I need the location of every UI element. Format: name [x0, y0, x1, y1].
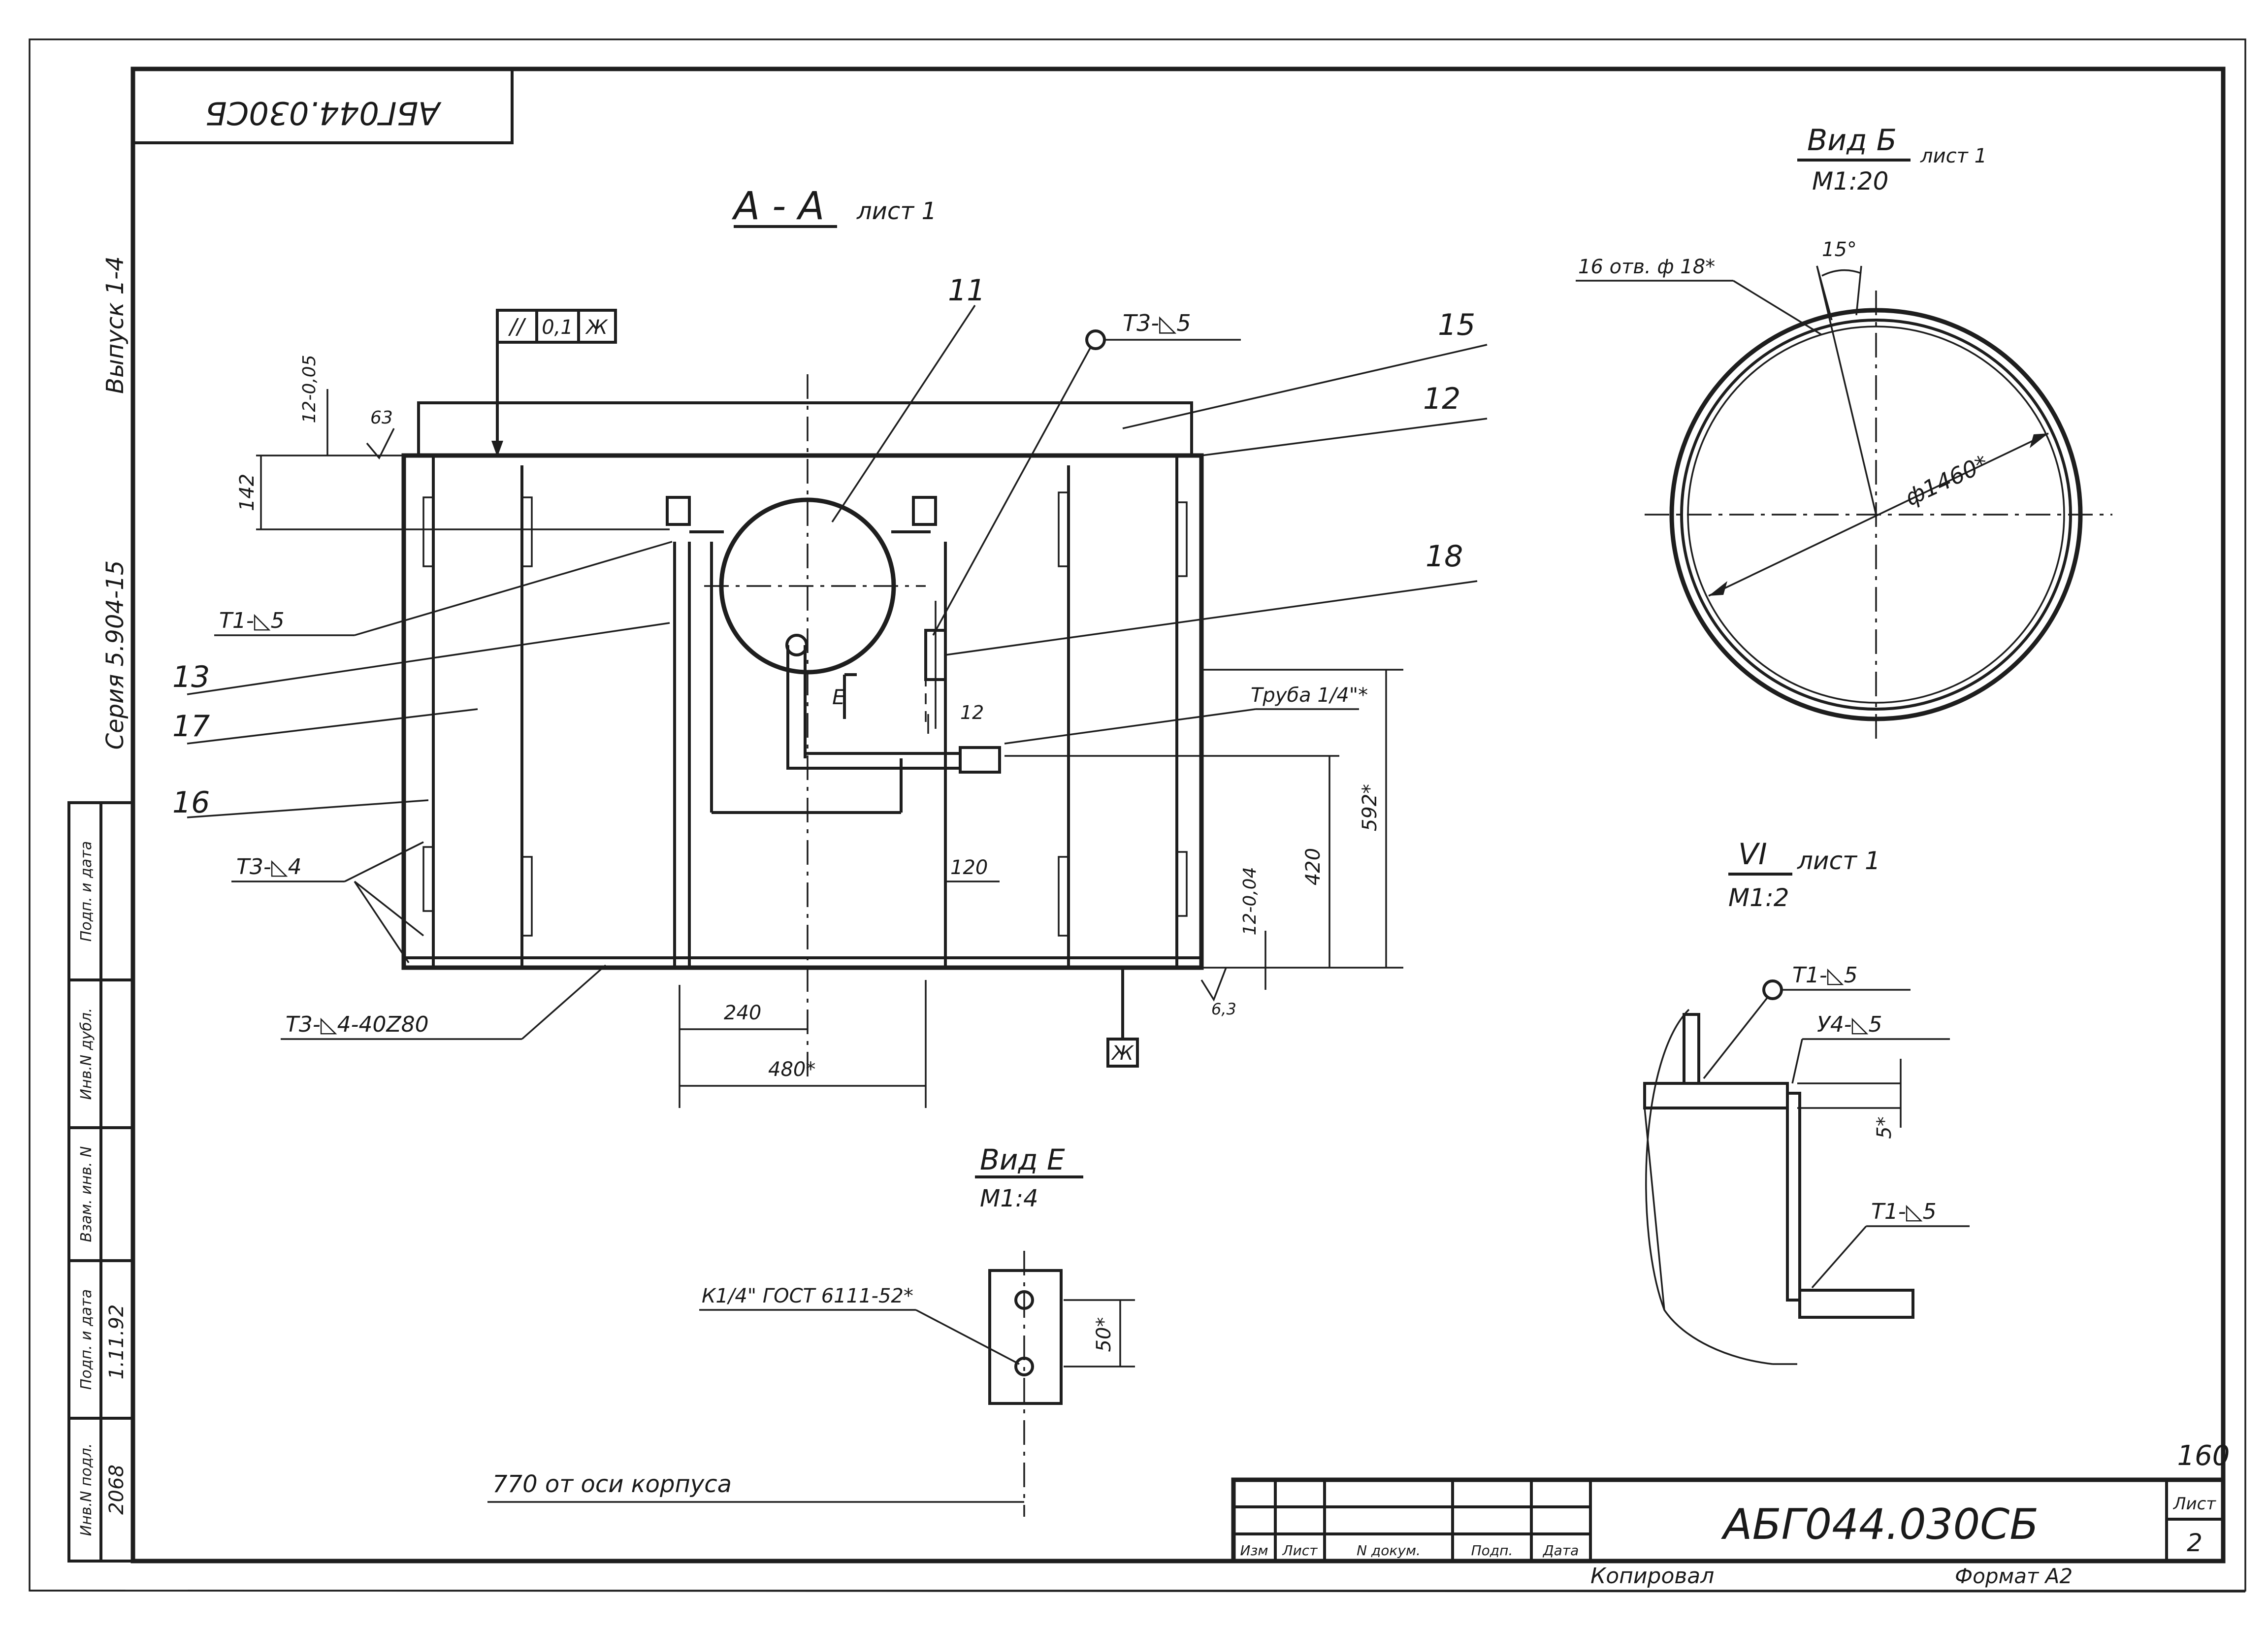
- dim-420: 420: [1302, 848, 1325, 885]
- weld-t3-4-40z80: Т3-◺4-40Z80: [286, 1012, 429, 1037]
- pipe-label: Труба 1/4"*: [1251, 684, 1368, 707]
- title-col-doc: N докум.: [1357, 1542, 1421, 1559]
- view-b: Вид Б М1:20 лист 1 ф1460* 15° 16 отв. ф …: [1576, 123, 2112, 744]
- sheet-number: 2: [2187, 1529, 2203, 1557]
- datum-label: Ж: [1110, 1042, 1134, 1065]
- dim-12-005: 12-0,05: [299, 355, 320, 424]
- section-aa-sheet-ref: лист 1: [856, 197, 937, 225]
- view-e-marker: Е: [832, 685, 845, 709]
- rotated-code-box: АБГ044.030СБ: [131, 67, 514, 144]
- series-label: Серия 5.904-15: [101, 560, 129, 750]
- title-col-list: Лист: [1282, 1542, 1318, 1559]
- dim-142: 142: [236, 474, 259, 511]
- callout-17: 17: [172, 709, 210, 744]
- roughness-63-top: 63: [370, 408, 393, 428]
- dim-120: 120: [950, 856, 988, 879]
- issue-label: Выпуск 1-4: [101, 256, 129, 394]
- view-e-scale: М1:4: [980, 1185, 1038, 1212]
- callout-18: 18: [1426, 539, 1463, 574]
- detail-vi: VI М1:2 лист 1 5* Т1-◺5 У4-◺5 Т1-◺5: [1643, 837, 1970, 1365]
- drawing-code: АБГ044.030СБ: [1721, 1500, 2039, 1549]
- detail-vi-weld-2: У4-◺5: [1817, 1012, 1882, 1037]
- side-stamp: Инв.N подл. Подп. и дата Взам. инв. N Ин…: [67, 801, 134, 1563]
- weld-t1-5: Т1-◺5: [219, 608, 285, 633]
- sheet-total-mark: 160: [2177, 1440, 2230, 1472]
- callout-11: 11: [948, 273, 985, 308]
- callout-12: 12: [1423, 382, 1460, 416]
- dim-592: 592*: [1359, 784, 1381, 831]
- callout-15: 15: [1438, 308, 1475, 342]
- tolerance-symbol: //: [508, 314, 526, 339]
- title-col-date: Дата: [1542, 1542, 1579, 1559]
- view-b-holes: 16 отв. ф 18*: [1578, 256, 1715, 278]
- sheet-frame: [29, 38, 2246, 1593]
- view-b-angle: 15°: [1822, 238, 1857, 261]
- stamp-sign-date: 1.11.92: [105, 1304, 128, 1380]
- dim-480: 480*: [768, 1058, 815, 1081]
- callout-13: 13: [172, 660, 210, 694]
- tolerance-value: 0,1: [542, 316, 573, 339]
- view-e-note: 770 от оси корпуса: [492, 1470, 732, 1498]
- dim-12-004: 12-0,04: [1240, 867, 1260, 936]
- section-aa: А - А лист 1 // 0,1 Ж: [172, 184, 1488, 1108]
- tolerance-frame: // 0,1 Ж: [491, 309, 617, 457]
- dim-240: 240: [724, 1002, 761, 1024]
- callout-16: 16: [172, 785, 210, 820]
- roughness-63-bottom: 6,3: [1211, 1000, 1236, 1018]
- stamp-label-sign-date-1: Подп. и дата: [78, 1289, 95, 1390]
- title-col-izm: Изм: [1240, 1542, 1268, 1559]
- detail-vi-weld-3: Т1-◺5: [1871, 1199, 1937, 1224]
- dim-12: 12: [960, 702, 984, 723]
- stamp-inv-number: 2068: [105, 1465, 128, 1515]
- view-b-title: Вид Б: [1807, 123, 1897, 158]
- copied-label: Копировал: [1590, 1564, 1714, 1589]
- weld-t3-4: Т3-◺4: [236, 854, 302, 880]
- sheet-label: Лист: [2172, 1494, 2216, 1514]
- stamp-label-replace-inv: Взам. инв. N: [78, 1146, 95, 1242]
- view-e-dim: 50*: [1093, 1317, 1115, 1352]
- view-e: Вид Е М1:4 50* К1/4" ГОСТ 6111-52* 770 о…: [487, 1143, 1135, 1517]
- view-b-diameter: ф1460*: [1901, 450, 1992, 511]
- view-b-sheet-ref: лист 1: [1920, 145, 1987, 167]
- detail-vi-title: VI: [1738, 837, 1767, 872]
- detail-vi-sheet-ref: лист 1: [1797, 847, 1880, 875]
- weld-t3-5: Т3-◺5: [1123, 310, 1191, 336]
- view-e-thread: К1/4" ГОСТ 6111-52*: [702, 1285, 913, 1307]
- tolerance-datum: Ж: [584, 316, 608, 339]
- stamp-label-sign-date-2: Подп. и дата: [78, 841, 95, 942]
- view-b-scale: М1:20: [1812, 167, 1888, 195]
- detail-vi-weld-1: Т1-◺5: [1792, 963, 1858, 988]
- detail-vi-dim: 5*: [1873, 1116, 1896, 1139]
- rotated-drawing-code: АБГ044.030СБ: [205, 94, 442, 130]
- detail-vi-scale: М1:2: [1728, 883, 1789, 912]
- title-col-sign: Подп.: [1471, 1542, 1513, 1559]
- view-e-title: Вид Е: [980, 1143, 1065, 1176]
- format-label: Формат А2: [1955, 1564, 2073, 1588]
- section-aa-title: А - А: [731, 184, 824, 228]
- stamp-label-inv-dup: Инв.N дубл.: [78, 1008, 95, 1100]
- title-block: Изм Лист N докум. Подп. Дата АБГ044.030С…: [1231, 1440, 2230, 1564]
- stamp-label-inv-orig: Инв.N подл.: [78, 1443, 95, 1536]
